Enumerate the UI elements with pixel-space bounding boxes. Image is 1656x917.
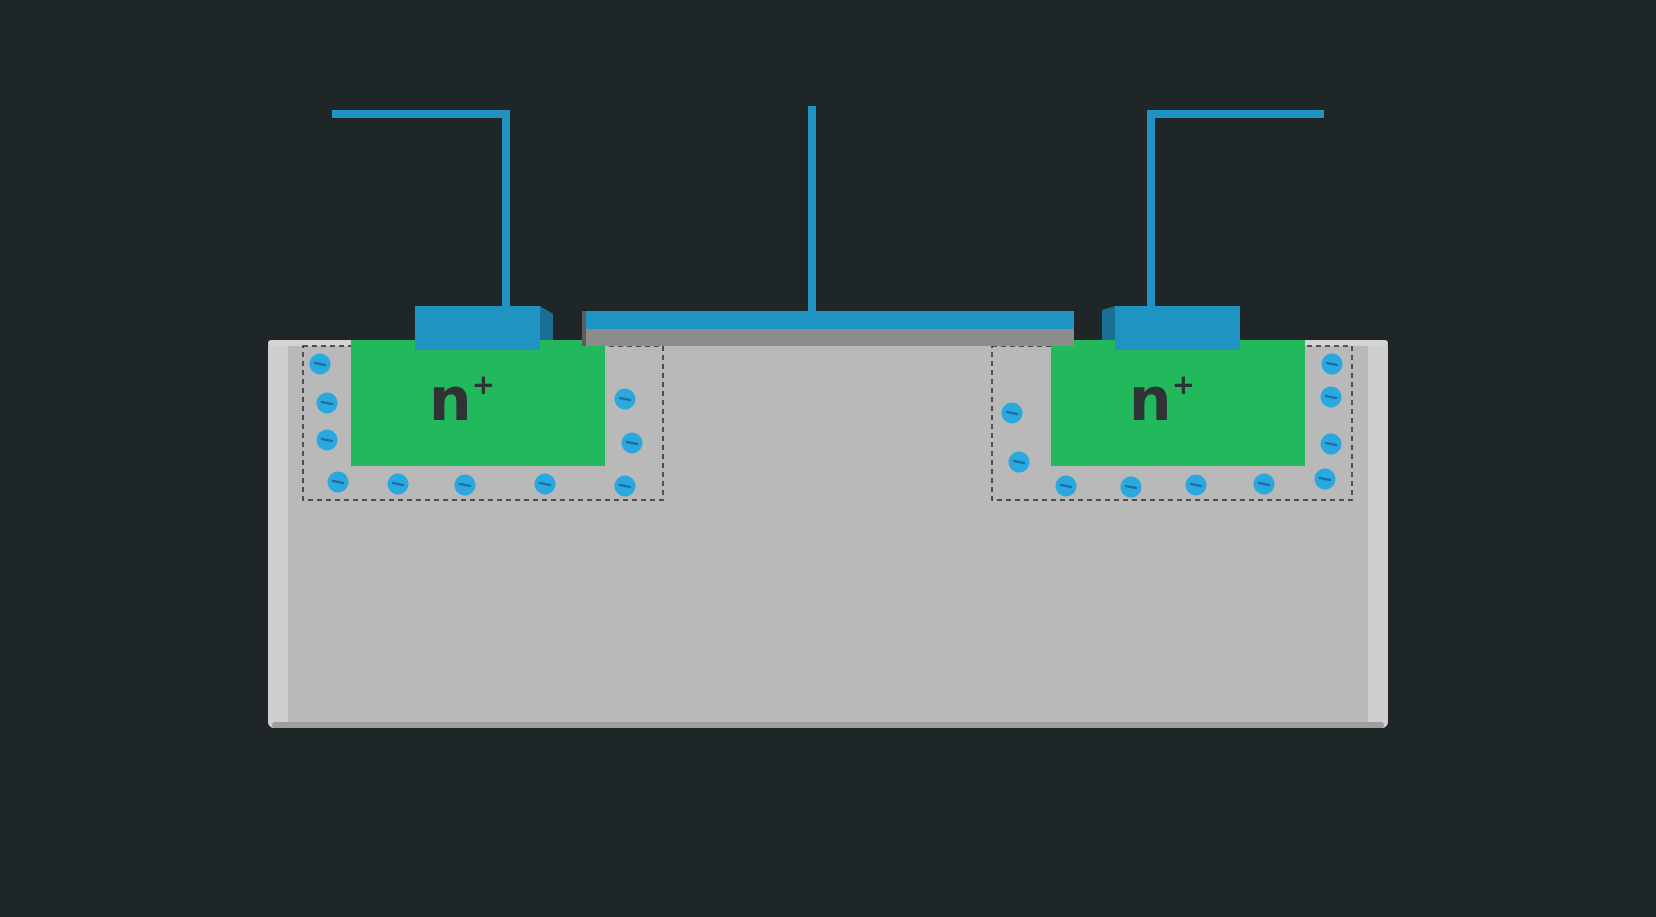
electron-icon — [1055, 475, 1077, 497]
minus-sign-icon — [1189, 482, 1203, 488]
minus-sign-icon — [320, 400, 334, 406]
minus-sign-icon — [1325, 361, 1339, 367]
minus-sign-icon — [618, 483, 632, 489]
gate-metal — [586, 311, 1074, 329]
electron-icon — [387, 473, 409, 495]
substrate-left-edge — [268, 340, 288, 728]
electron-icon — [316, 392, 338, 414]
electron-icon — [1320, 386, 1342, 408]
right-region-label: n+ — [1129, 365, 1195, 435]
left-region-label-sup: + — [472, 368, 495, 401]
right-region-label-sup: + — [1172, 368, 1195, 401]
electron-icon — [1008, 451, 1030, 473]
minus-sign-icon — [1257, 481, 1271, 487]
right-region-label-main: n — [1129, 365, 1172, 435]
source-contact-side — [540, 306, 553, 340]
electron-icon — [1001, 402, 1023, 424]
electron-icon — [614, 388, 636, 410]
left-region-label-main: n — [429, 365, 472, 435]
drain-contact-side — [1102, 306, 1115, 340]
minus-sign-icon — [313, 361, 327, 367]
electron-icon — [1185, 474, 1207, 496]
minus-sign-icon — [1324, 441, 1338, 447]
minus-sign-icon — [538, 481, 552, 487]
minus-sign-icon — [1318, 476, 1332, 482]
electron-icon — [614, 475, 636, 497]
electron-icon — [454, 474, 476, 496]
drain-contact — [1102, 306, 1240, 350]
electron-icon — [534, 473, 556, 495]
substrate-bottom-edge — [272, 722, 1384, 728]
minus-sign-icon — [625, 440, 639, 446]
electron-icon — [309, 353, 331, 375]
electron-icon — [1120, 476, 1142, 498]
gate-oxide — [586, 327, 1074, 346]
source-wire — [332, 110, 510, 307]
substrate-right-edge — [1368, 340, 1388, 728]
minus-sign-icon — [1005, 410, 1019, 416]
gate-oxide-left-edge — [582, 311, 586, 346]
electron-icon — [1253, 473, 1275, 495]
drain-contact-front — [1115, 306, 1240, 350]
minus-sign-icon — [618, 396, 632, 402]
electron-icon — [316, 429, 338, 451]
drain-wire — [1147, 110, 1324, 307]
source-contact-front — [415, 306, 540, 350]
electron-icon — [621, 432, 643, 454]
source-contact — [415, 306, 553, 350]
minus-sign-icon — [320, 437, 334, 443]
left-region-label: n+ — [429, 365, 495, 435]
electron-icon — [1314, 468, 1336, 490]
minus-sign-icon — [1012, 459, 1026, 465]
minus-sign-icon — [1124, 484, 1138, 490]
minus-sign-icon — [458, 482, 472, 488]
electron-icon — [1320, 433, 1342, 455]
electron-icon — [327, 471, 349, 493]
left-n-plus-region — [351, 340, 605, 466]
minus-sign-icon — [1059, 483, 1073, 489]
electrons-group — [309, 353, 1343, 498]
minus-sign-icon — [1324, 394, 1338, 400]
electron-icon — [1321, 353, 1343, 375]
minus-sign-icon — [391, 481, 405, 487]
minus-sign-icon — [331, 479, 345, 485]
right-n-plus-region — [1051, 340, 1305, 466]
